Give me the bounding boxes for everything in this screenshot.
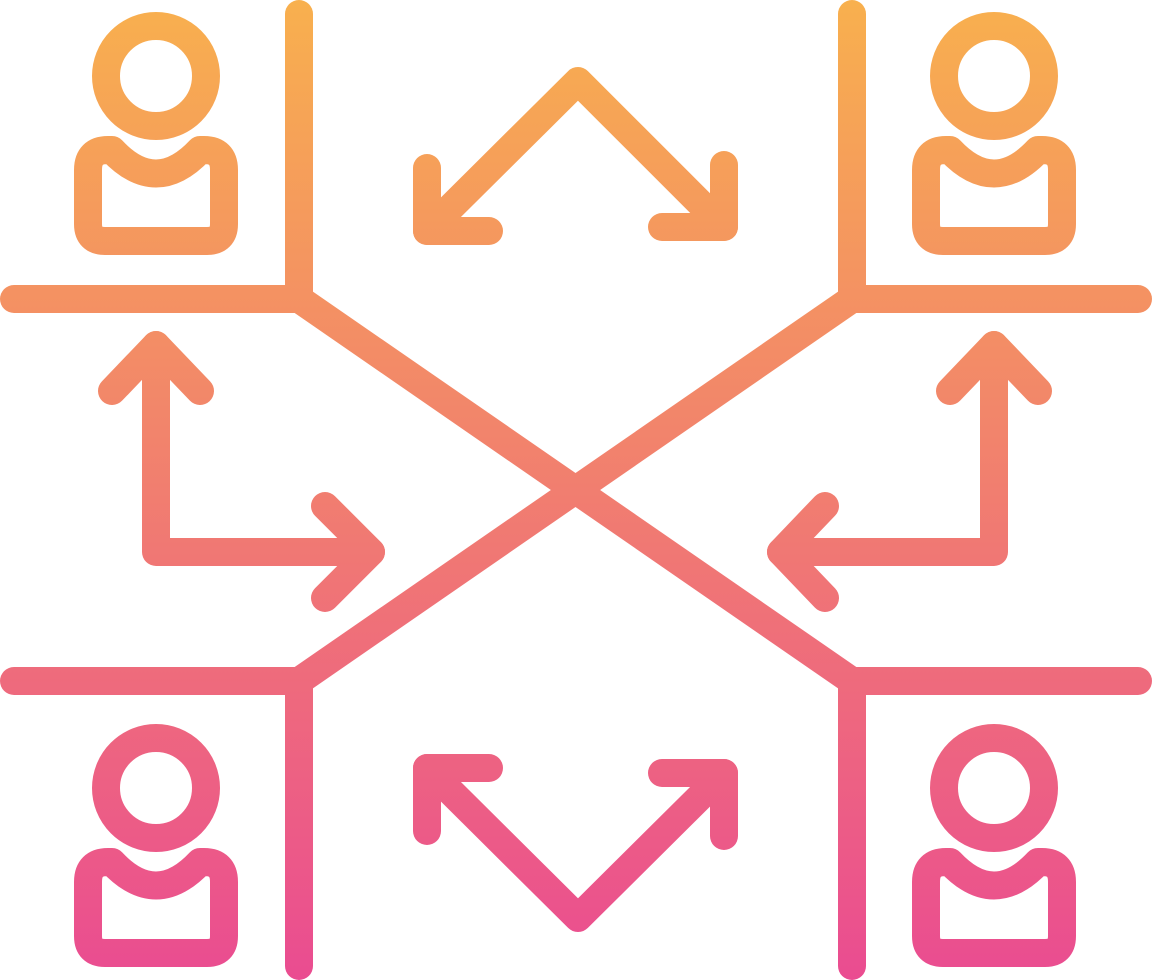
user-bottom-left-icon	[74, 724, 238, 967]
arrow-right-exchange-icon	[767, 331, 1052, 612]
arrow-left-exchange-icon	[98, 331, 385, 612]
user-top-left-icon	[74, 12, 238, 255]
arrow-bottom-exchange-icon	[413, 754, 738, 932]
user-bottom-right-icon	[912, 724, 1076, 967]
arrow-top-exchange-icon	[413, 67, 738, 245]
user-top-right-icon	[912, 12, 1076, 255]
divider-diagonal-ascending	[285, 285, 866, 695]
